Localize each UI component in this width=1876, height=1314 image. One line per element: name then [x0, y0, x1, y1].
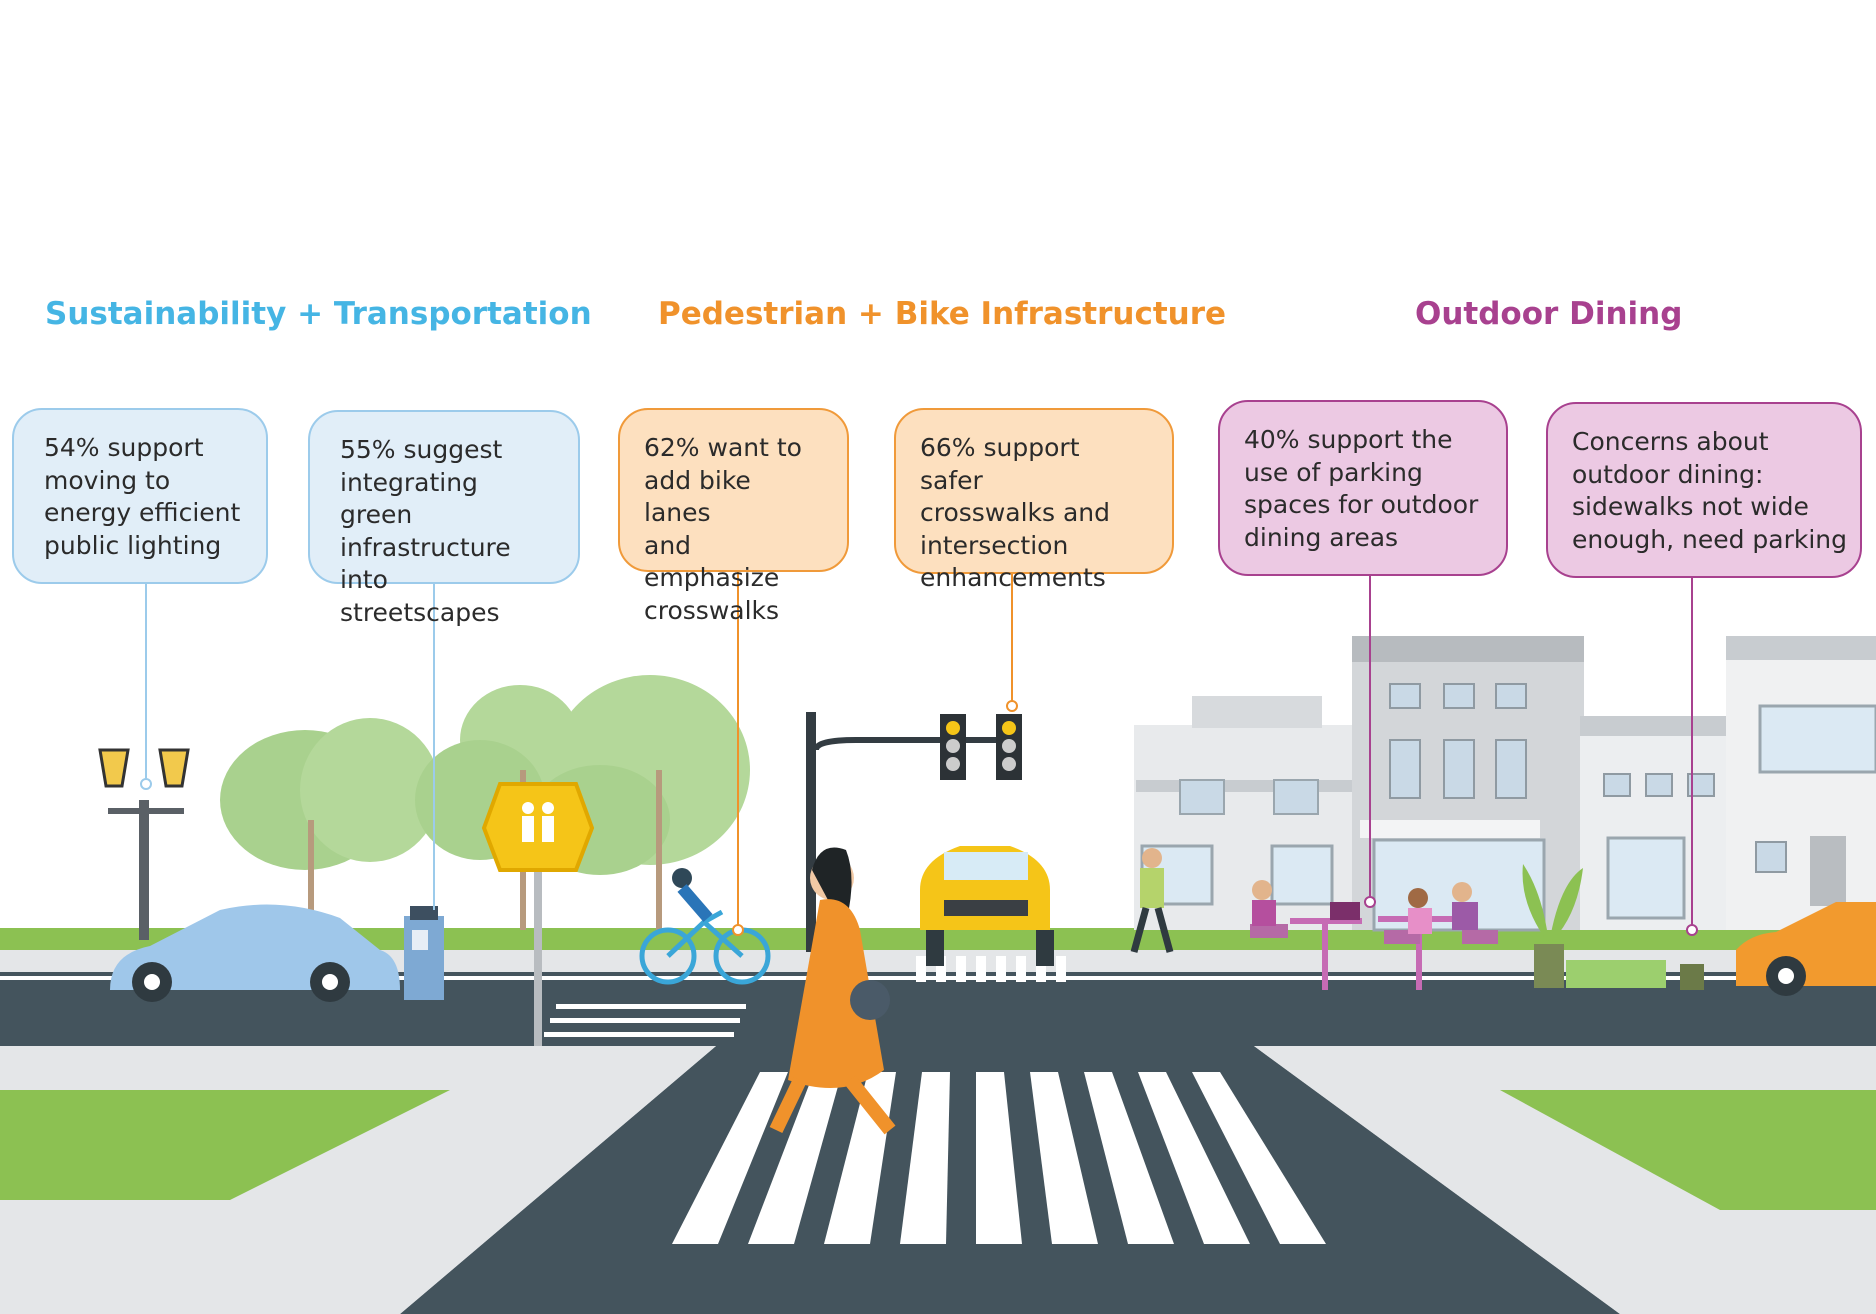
planters	[1522, 864, 1704, 990]
callout-dining-concerns-text: Concerns about outdoor dining: sidewalks…	[1572, 427, 1847, 554]
orange-car	[1736, 902, 1876, 996]
callout-green-infrastructure-text: 55% suggest integrating green infrastruc…	[340, 435, 511, 627]
callout-energy-efficient-lighting: 54% support moving to energy efficient p…	[12, 408, 268, 584]
ev-charger	[404, 906, 444, 1000]
callout-energy-efficient-lighting-text: 54% support moving to energy efficient p…	[44, 433, 241, 560]
trees	[220, 675, 750, 930]
heading-sustainability-transportation: Sustainability + Transportation	[45, 296, 592, 332]
street-lamp	[98, 748, 190, 940]
pedestrian-woman	[769, 847, 896, 1135]
storefronts	[1134, 636, 1876, 932]
right-grass	[1500, 1090, 1876, 1210]
callout-bike-lanes-text: 62% want to add bike lanes and emphasize…	[644, 433, 802, 625]
crosswalk	[544, 956, 1326, 1244]
left-grass	[0, 1090, 450, 1200]
heading-pedestrian-bike-infrastructure: Pedestrian + Bike Infrastructure	[658, 296, 1227, 332]
callout-green-infrastructure: 55% suggest integrating green infrastruc…	[308, 410, 580, 627]
taxi	[920, 846, 1054, 966]
callout-dining-concerns: Concerns about outdoor dining: sidewalks…	[1546, 402, 1862, 578]
callout-parking-for-dining: 40% support the use of parking spaces fo…	[1218, 400, 1508, 576]
traffic-signal	[806, 712, 1022, 952]
callout-safer-crosswalks-text: 66% support safer crosswalks and interse…	[920, 433, 1111, 592]
electric-car	[110, 904, 400, 1002]
heading-outdoor-dining: Outdoor Dining	[1415, 296, 1683, 332]
school-crossing-sign	[481, 782, 595, 1046]
callout-safer-crosswalks: 66% support safer crosswalks and interse…	[894, 408, 1174, 592]
cyclist	[639, 868, 771, 985]
callout-parking-for-dining-text: 40% support the use of parking spaces fo…	[1244, 425, 1479, 552]
callout-bike-lanes: 62% want to add bike lanes and emphasize…	[618, 408, 849, 625]
callout-connectors	[140, 572, 1698, 936]
walking-man	[1130, 848, 1174, 953]
outdoor-dining-tables	[1250, 880, 1498, 990]
